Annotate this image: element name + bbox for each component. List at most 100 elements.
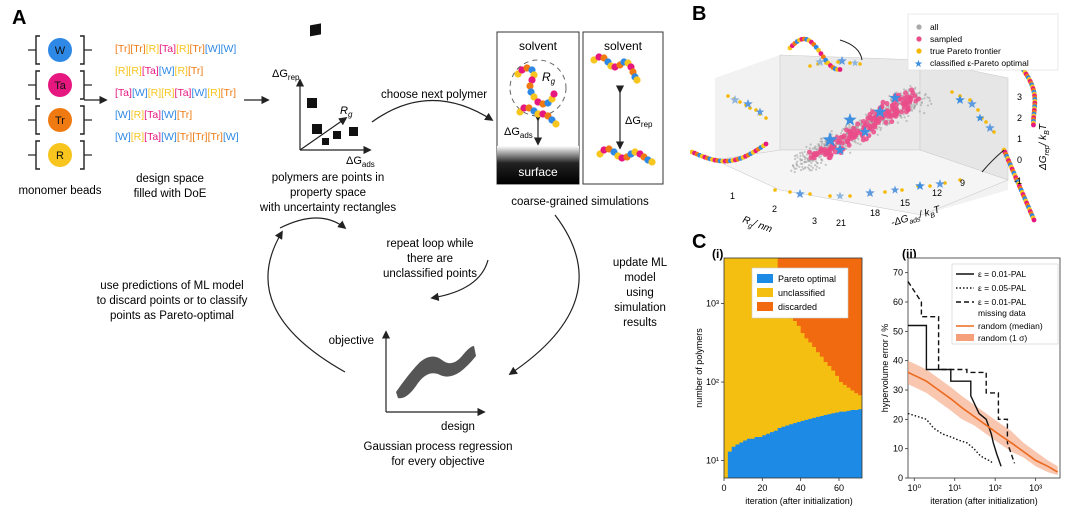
b-point-all — [859, 124, 863, 127]
arrow-choose-next — [371, 99, 494, 123]
b-point-sampled — [845, 137, 851, 143]
gp-caption-2: for every objective — [391, 456, 484, 468]
b-point-sampled — [904, 100, 910, 106]
b-point-sampled — [870, 117, 876, 123]
b-point-pareto-star — [815, 57, 825, 66]
c-ii-line-solid — [908, 324, 1002, 467]
b-point-sampled — [884, 101, 890, 107]
monomer-bead-w: W — [28, 35, 92, 65]
b-point-frontier — [808, 64, 812, 68]
b-point-all — [820, 161, 823, 165]
b-point-pareto-star — [851, 59, 859, 67]
b-tick-rg-3: 3 — [812, 216, 817, 226]
b-point-all — [814, 145, 817, 148]
c-ii-ylabel: hypervolume error / % — [880, 324, 890, 413]
b-point-all — [802, 155, 805, 158]
b-point-frontier — [748, 106, 752, 110]
c-ii-ytick-label: 10 — [893, 444, 903, 454]
b-point-sampled — [851, 134, 857, 140]
b-point-all — [910, 104, 914, 107]
c-ii-legend-label: random (1 σ) — [978, 333, 1027, 343]
b-point-all — [820, 158, 823, 161]
b-point-all — [795, 167, 798, 170]
b-point-pareto-star — [835, 191, 845, 200]
c-ii-legend-label: ε = 0.01-PAL — [978, 269, 1027, 279]
b-point-pareto-star — [985, 123, 995, 132]
b-point-all — [810, 165, 813, 168]
b-point-all — [815, 148, 818, 151]
b-point-sampled — [885, 113, 891, 119]
c-ii-ytick-label: 50 — [893, 326, 903, 336]
b-point-sampled — [828, 145, 834, 151]
b-axis-rep: ΔGrep/ kBT — [1038, 123, 1051, 171]
b-point-all — [803, 160, 806, 164]
b-legend-label: true Pareto frontier — [930, 46, 1001, 56]
b-point-sampled — [851, 125, 857, 131]
b-legend-label: classified ε-Pareto optimal — [930, 58, 1029, 68]
sim-chain-3 — [590, 53, 641, 84]
b-point-all — [842, 127, 845, 131]
b-point-pareto-star — [837, 56, 847, 65]
b-point-all — [889, 97, 893, 100]
axis-dg-ads: ΔGads — [346, 155, 375, 169]
b-axis-ads: -ΔGads/ kBT — [890, 204, 943, 231]
b-point-all — [817, 142, 820, 146]
b-point-pareto-star — [795, 189, 805, 198]
c-ii-xtick-label: 10¹ — [948, 483, 961, 493]
b-point-all — [923, 97, 926, 100]
b-chain-right-top — [1017, 62, 1038, 128]
monomer-bead-label: R — [56, 150, 64, 162]
b-point-sampled — [860, 137, 866, 143]
b-point-all — [811, 147, 815, 150]
b-point-all — [915, 92, 919, 95]
b-legend-box — [907, 13, 1059, 71]
arrow-loop-left — [267, 230, 346, 373]
b-point-all — [859, 143, 862, 146]
b-point-pareto-star — [889, 92, 901, 103]
simulation-boxes: solvent solvent surface Rg ΔGads ΔGrep c… — [496, 31, 664, 208]
b-point-all — [913, 107, 916, 110]
b-point-sampled — [905, 107, 911, 113]
c-ii-ytick-label: 20 — [893, 414, 903, 424]
b-point-all — [807, 163, 811, 167]
b-point-all — [902, 113, 905, 116]
b-tick-rg-2: 2 — [772, 204, 777, 214]
sequence-1: [Tr][Tr][R][Ta][R][Tr][W][W] — [115, 43, 236, 55]
monomer-bead-label: Ta — [54, 80, 67, 92]
c-ii-xtick-label: 10⁰ — [907, 483, 921, 493]
b-point-all — [824, 163, 827, 166]
c-ii-xtick-label: 10² — [989, 483, 1002, 493]
sim-rg-label: Rg — [542, 70, 556, 86]
c-ii-xlabel: iteration (after initialization) — [930, 496, 1038, 506]
sim-dg-rep-label: ΔGrep — [625, 115, 653, 129]
b-tick-ads-3: 15 — [900, 198, 910, 208]
b-point-sampled — [916, 96, 922, 102]
b-point-sampled — [847, 132, 853, 138]
b-point-sampled — [832, 149, 838, 155]
b-point-all — [907, 114, 910, 118]
monomer-caption: monomer beads — [18, 185, 101, 197]
property-space-plot: ΔGrep ΔGads Rg polymers are points in pr… — [259, 23, 396, 214]
b-legend-item: all — [916, 22, 939, 32]
b-point-pareto-star — [975, 113, 985, 122]
b-point-all — [801, 151, 804, 154]
repeat-loop-3: unclassified points — [383, 268, 477, 280]
b-point-all — [795, 153, 798, 157]
panel-c-label: C — [692, 231, 706, 253]
axis-dg-rep: ΔGrep — [272, 68, 300, 82]
b-point-all — [821, 140, 824, 143]
b-point-all — [799, 151, 802, 155]
b-legend-item: sampled — [916, 34, 962, 44]
b-point-all — [790, 169, 793, 172]
design-space-caption-2: filled with DoE — [134, 188, 207, 200]
b-point-all — [799, 154, 802, 158]
gp-caption-1: Gaussian process regression — [364, 441, 513, 453]
b-point-all — [806, 157, 809, 160]
b-point-all — [796, 164, 799, 167]
b-tick-rep-4: 0 — [1017, 155, 1022, 165]
b-point-all — [817, 145, 820, 148]
b-point-sampled — [876, 118, 882, 124]
